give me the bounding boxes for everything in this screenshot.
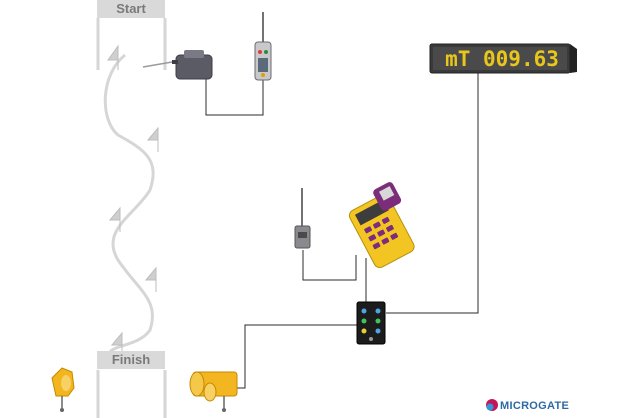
- cables: [205, 70, 479, 389]
- course-path: [96, 18, 167, 418]
- radio-transmitter-icon: [254, 12, 272, 81]
- handheld-timer-icon: [348, 182, 415, 269]
- radio-receiver-icon: [294, 188, 311, 249]
- finish-label: Finish: [97, 351, 165, 369]
- display-board-icon: [429, 43, 577, 74]
- power-adapter-icon: [172, 50, 213, 80]
- start-label: Start: [97, 0, 165, 18]
- gate-flags: [107, 44, 159, 357]
- photocell-icon: [51, 367, 75, 412]
- photocell-icon: [189, 371, 238, 412]
- display-readout: mT 009.63: [445, 47, 559, 71]
- brand-logo-icon: [486, 399, 498, 411]
- brand-name: MICROGATE: [500, 400, 570, 412]
- junction-box-icon: [356, 301, 386, 345]
- start-gate-icon: [142, 61, 173, 68]
